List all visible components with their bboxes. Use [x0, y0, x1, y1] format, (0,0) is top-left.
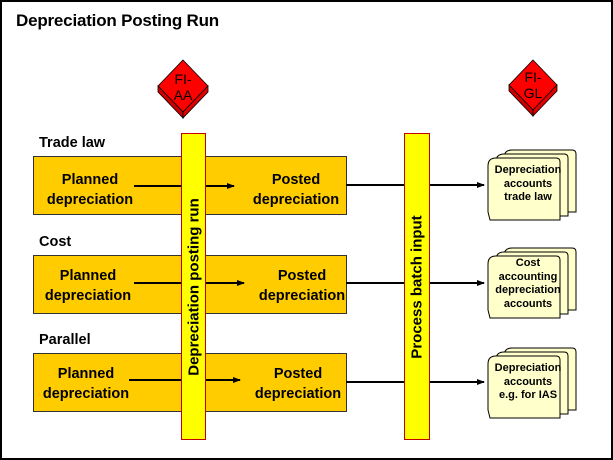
doc-line: e.g. for IAS — [498, 389, 558, 401]
depreciation-posting-run-bar: Depreciation posting run — [181, 133, 206, 440]
fi-gl-cube-icon: FI- GL — [508, 59, 558, 117]
planned-depreciation-cost: Planned depreciation — [36, 266, 140, 306]
fi-gl-line1: FI- — [524, 69, 541, 85]
document-page — [487, 255, 561, 319]
planned-line1: Planned — [61, 172, 119, 188]
posted-line1: Posted — [273, 366, 323, 382]
document-stack-icon-trade-law — [487, 149, 577, 221]
row-label-trade-law: Trade law — [39, 135, 106, 151]
doc-line: accounts — [503, 375, 553, 388]
doc-line: depreciation — [495, 284, 561, 296]
posted-line1: Posted — [271, 172, 321, 188]
document-stack-icon-cost — [487, 247, 577, 319]
doc-line: Depreciation — [494, 164, 562, 176]
posted-line2: depreciation — [252, 192, 340, 208]
fi-aa-line2: AA — [174, 87, 193, 103]
doc-text-trade-law: Depreciation accounts trade law — [487, 164, 569, 205]
posted-line2: depreciation — [254, 386, 342, 402]
posted-depreciation-parallel: Posted depreciation — [246, 364, 350, 404]
row-label-cost: Cost — [39, 234, 72, 250]
fi-gl-line2: GL — [524, 85, 543, 101]
page-title: Depreciation Posting Run — [16, 11, 219, 30]
planned-depreciation-trade-law: Planned depreciation — [38, 170, 142, 210]
planned-line1: Planned — [59, 268, 117, 284]
doc-line: Depreciation — [494, 362, 562, 374]
doc-text-cost: Cost accounting depreciation accounts — [487, 257, 569, 311]
row-label-parallel: Parallel — [39, 332, 91, 348]
planned-depreciation-parallel: Planned depreciation — [34, 364, 138, 404]
posted-depreciation-trade-law: Posted depreciation — [244, 170, 348, 210]
fi-aa-cube-icon: FI- AA — [157, 59, 209, 119]
doc-line: accounts — [503, 297, 553, 310]
doc-line: accounts — [503, 177, 553, 190]
planned-line2: depreciation — [46, 192, 134, 208]
posted-depreciation-cost: Posted depreciation — [250, 266, 354, 306]
planned-line2: depreciation — [44, 288, 132, 304]
fi-aa-line1: FI- — [174, 71, 191, 87]
posted-line2: depreciation — [258, 288, 346, 304]
document-stack-icon-parallel — [487, 347, 577, 419]
doc-text-parallel: Depreciation accounts e.g. for IAS — [487, 362, 569, 403]
doc-line: trade law — [504, 191, 552, 203]
planned-line2: depreciation — [42, 386, 130, 402]
doc-line: accounting — [498, 270, 558, 283]
doc-line: Cost — [515, 257, 541, 269]
process-batch-input-bar: Process batch input — [404, 133, 430, 440]
planned-line1: Planned — [57, 366, 115, 382]
document-page — [487, 157, 561, 221]
document-page — [487, 355, 561, 419]
posted-line1: Posted — [277, 268, 327, 284]
